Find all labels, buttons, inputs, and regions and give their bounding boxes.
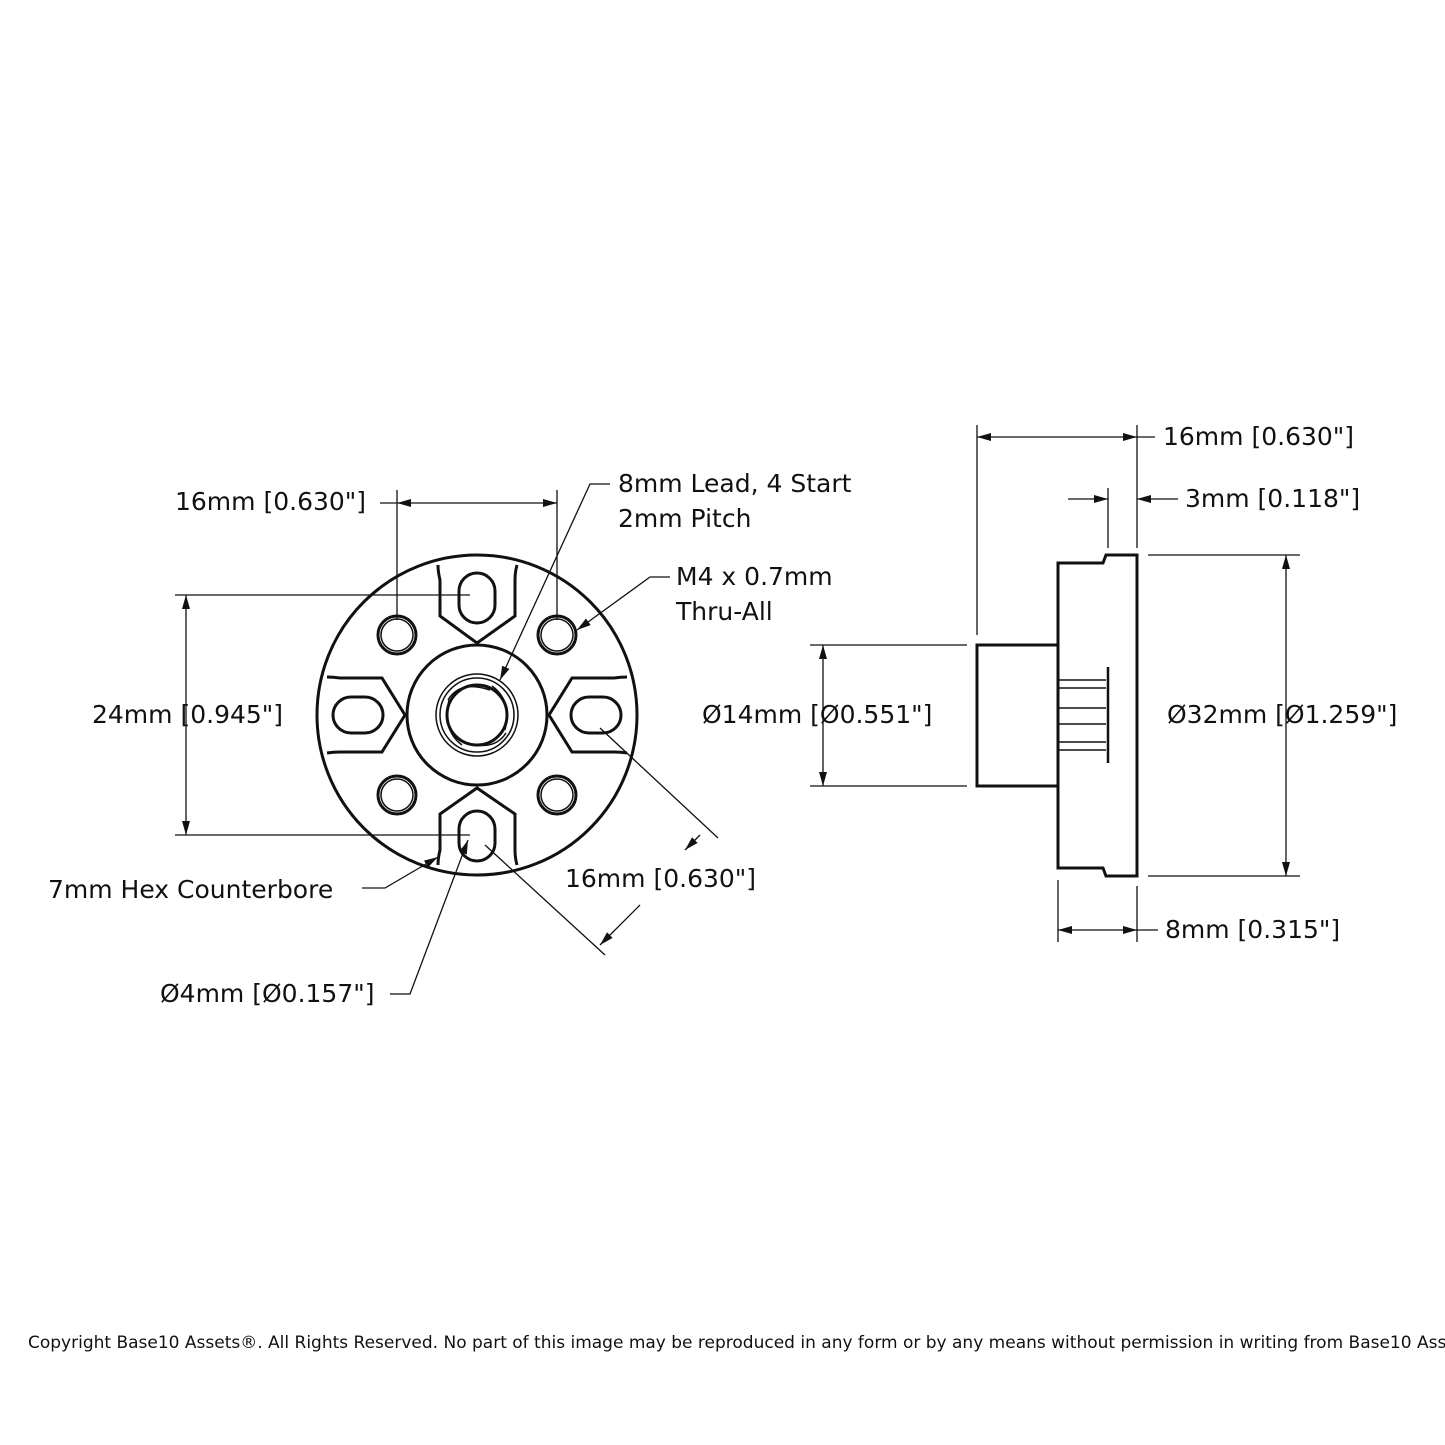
side-view: [810, 425, 1300, 942]
slot-right: [569, 695, 623, 735]
hex-pocket-top: [436, 564, 519, 645]
thread-note-line2: 2mm Pitch: [618, 504, 751, 533]
thread-outer: [435, 673, 519, 757]
dim-overall-length: 16mm [0.630"]: [1163, 422, 1354, 451]
hub-outline: [405, 643, 549, 787]
dim-step: 3mm [0.118"]: [1185, 484, 1360, 513]
front-view: [175, 483, 719, 995]
hex-pocket-left: [326, 675, 407, 755]
flange-profile: [1056, 553, 1139, 878]
bore: [445, 683, 509, 747]
flange-outline: [315, 553, 639, 877]
slot-bottom: [457, 809, 497, 863]
tap-note-line1: M4 x 0.7mm: [676, 562, 833, 591]
dim-hole-spacing: 16mm [0.630"]: [175, 487, 366, 516]
dim-flange-diameter: Ø32mm [Ø1.259"]: [1167, 700, 1397, 729]
slot-top: [457, 571, 497, 625]
hex-pocket-bottom: [436, 786, 519, 866]
hub-profile: [975, 643, 1058, 788]
dim-flange-thickness: 8mm [0.315"]: [1165, 915, 1340, 944]
dim-hub-diameter: Ø14mm [Ø0.551"]: [702, 700, 932, 729]
dim-slot-diag: 16mm [0.630"]: [565, 864, 756, 893]
dim-slot-spacing: 24mm [0.945"]: [92, 700, 283, 729]
hex-pocket-right: [547, 675, 628, 755]
tap-note-line2: Thru-All: [675, 597, 773, 626]
thread-note-line1: 8mm Lead, 4 Start: [618, 469, 852, 498]
counterbore-note: 7mm Hex Counterbore: [48, 875, 333, 904]
copyright-notice: Copyright Base10 Assets®. All Rights Res…: [28, 1333, 1445, 1353]
thread-starts: [446, 685, 508, 747]
slot-left: [331, 695, 385, 735]
hole-diameter: Ø4mm [Ø0.157"]: [160, 979, 375, 1008]
internal-thread-lines: [1058, 667, 1110, 763]
